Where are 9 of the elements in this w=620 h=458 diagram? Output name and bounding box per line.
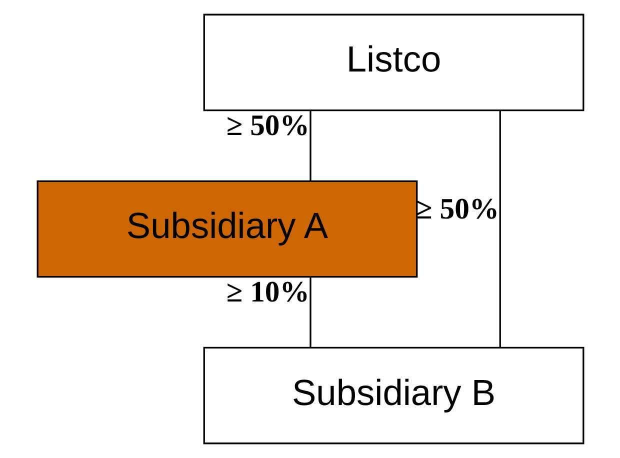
node-box: Subsidiary A: [36, 180, 418, 278]
connector: [309, 110, 311, 181]
connector: [498, 110, 500, 348]
edge-label: ≥ 50%: [416, 193, 499, 226]
node-box: Listco: [202, 14, 584, 112]
connector: [309, 277, 311, 348]
edge-label: ≥ 50%: [226, 110, 309, 142]
node-box: Subsidiary B: [202, 346, 584, 444]
edge-label: ≥ 10%: [226, 276, 309, 308]
